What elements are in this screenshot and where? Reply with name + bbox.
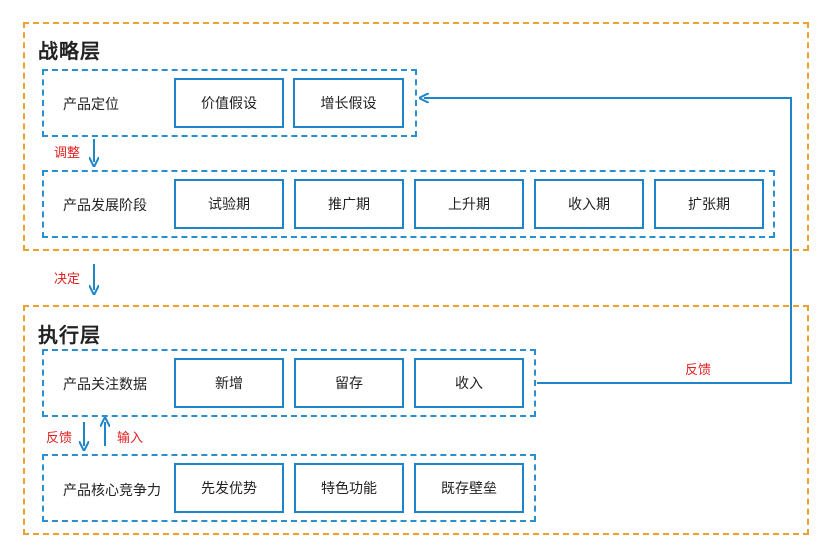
metric-revenue-box: 收入 (414, 358, 524, 408)
product-stage-label: 产品发展阶段 (63, 198, 147, 214)
value-hypothesis-box: 价值假设 (174, 78, 284, 128)
input-up-label: 输入 (117, 431, 144, 446)
feature-box: 特色功能 (294, 463, 404, 513)
adjust-label: 调整 (54, 146, 81, 161)
execution-layer-title: 执行层 (38, 323, 101, 347)
existing-barrier-box: 既存壁垒 (414, 463, 524, 513)
product-metrics-label: 产品关注数据 (63, 377, 147, 393)
product-positioning-label: 产品定位 (63, 97, 119, 113)
metric-new-users-box: 新增 (174, 358, 284, 408)
product-positioning-group (42, 69, 417, 137)
feedback-down-label: 反馈 (46, 431, 73, 446)
execution-layer (23, 305, 809, 535)
stage-rising-box: 上升期 (414, 179, 524, 229)
stage-expansion-box: 扩张期 (654, 179, 764, 229)
metric-retention-box: 留存 (294, 358, 404, 408)
stage-revenue-box: 收入期 (534, 179, 644, 229)
strategy-layer-title: 战略层 (38, 39, 101, 63)
feedback-loop-label: 反馈 (685, 363, 712, 378)
stage-promotion-box: 推广期 (294, 179, 404, 229)
decide-label: 决定 (54, 272, 81, 287)
strategy-layer (23, 22, 809, 251)
core-competitiveness-group (42, 454, 536, 522)
stage-trial-box: 试验期 (174, 179, 284, 229)
growth-hypothesis-box: 增长假设 (293, 78, 404, 128)
core-competitiveness-label: 产品核心竞争力 (63, 483, 161, 499)
first-mover-advantage-box: 先发优势 (174, 463, 284, 513)
